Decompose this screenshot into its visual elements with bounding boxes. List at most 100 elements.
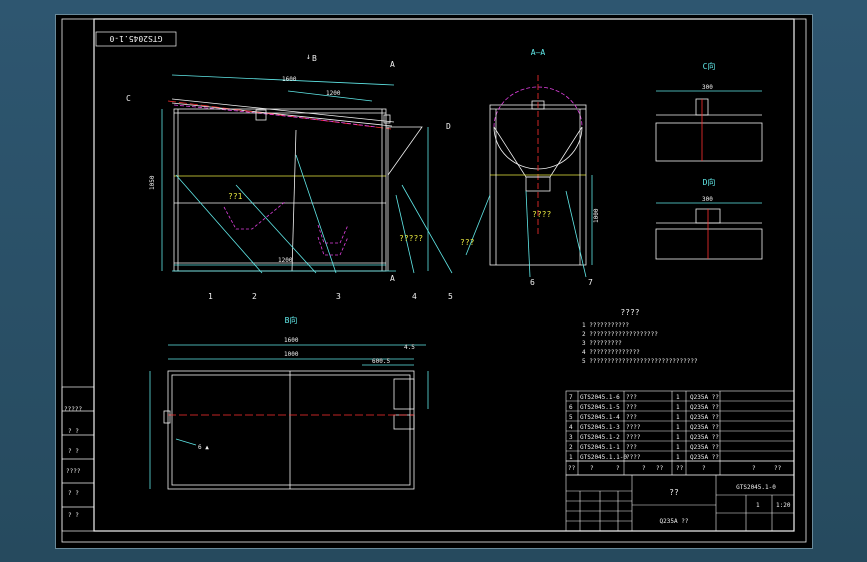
title-drawing-no: GTS2045.1-0 — [736, 484, 776, 491]
rev-label-5: ? ? — [68, 490, 79, 497]
section-b-title: B向 — [285, 315, 298, 325]
note-5: 5 ?????????????????????????????? — [582, 358, 698, 365]
dim-front-h: 1050 — [149, 175, 156, 190]
bom-cell-r1-c1: GTS2045.1-5 — [580, 404, 620, 411]
note-2: 2 ??????????????????? — [582, 331, 658, 338]
section-d-title: D向 — [703, 177, 716, 187]
view-mark-b-arrow: ↓ — [306, 52, 311, 61]
notes-title: ???? — [620, 308, 639, 317]
bom-cell-r2-c4: Q235A ?? — [690, 414, 719, 421]
bom-cell-r0-c0: 7 — [569, 394, 573, 401]
bom-cell-r1-c0: 6 — [569, 404, 573, 411]
callout-6: 6 — [530, 278, 535, 287]
callout-2: 2 — [252, 292, 257, 301]
callout-3: 3 — [336, 292, 341, 301]
rev-label-6: ? ? — [68, 512, 79, 519]
bom-cell-r2-c3: 1 — [676, 414, 680, 421]
rev-label-4: ???? — [66, 468, 81, 475]
bom-h-7: ? — [752, 465, 756, 472]
section-b-view — [149, 344, 429, 490]
dim-plan-inner: 1000 — [284, 351, 299, 358]
dim-plan-right: 600.5 — [372, 358, 390, 365]
note-1: 1 ??????????? — [582, 322, 629, 329]
mark-c: C — [126, 94, 131, 103]
drawing-canvas: GTS2045.1-0 — [61, 18, 807, 543]
bom-cell-r2-c2: ??? — [626, 414, 637, 421]
section-c-view — [655, 90, 763, 162]
bom-cell-r4-c3: 1 — [676, 434, 680, 441]
section-aa-title: A—A — [531, 48, 546, 57]
callout-1: 1 — [208, 292, 213, 301]
bom-cell-r3-c3: 1 — [676, 424, 680, 431]
bom-h-0: ?? — [568, 465, 576, 472]
technical-notes: ???? 1 ??????????? 2 ???????????????????… — [582, 308, 698, 365]
callout-5: 5 — [448, 292, 453, 301]
bom-table — [565, 390, 795, 476]
mark-d: D — [446, 122, 451, 131]
title-scale: 1:20 — [776, 502, 791, 509]
bom-cell-r6-c0: 1 — [569, 454, 573, 461]
dim-front-bottom: 1200 — [278, 257, 293, 264]
front-view — [161, 74, 453, 274]
title-mid: ?? — [669, 488, 679, 497]
bom-cell-r4-c4: Q235A ?? — [690, 434, 719, 441]
label-ji: ???? — [532, 210, 551, 219]
dim-c-w: 300 — [702, 84, 713, 91]
bom-cell-r4-c1: GTS2045.1-2 — [580, 434, 620, 441]
label-jiao: ????? — [399, 234, 423, 243]
rev-label-1: ????? — [64, 406, 82, 413]
bom-cell-r0-c1: GTS2045.1-6 — [580, 394, 620, 401]
dim-front-len: 1200 — [326, 90, 341, 97]
bom-cell-r2-c1: GTS2045.1-4 — [580, 414, 620, 421]
mark-a-bottom: A — [390, 274, 395, 283]
bom-cell-r4-c0: 3 — [569, 434, 573, 441]
code-box — [95, 31, 177, 47]
bom-cell-r6-c1: GTS2045.1.1-0 — [580, 454, 627, 461]
bom-cell-r4-c2: ???? — [626, 434, 641, 441]
dim-plan-w: 1600 — [284, 337, 299, 344]
inner-frame — [93, 18, 795, 532]
callout-4: 4 — [412, 292, 417, 301]
note-4: 4 ?????????????? — [582, 349, 640, 356]
rev-label-2: ? ? — [68, 428, 79, 435]
revision-strip — [61, 386, 95, 532]
callout-7: 7 — [588, 278, 593, 287]
label-zhu: ??1 — [228, 192, 243, 201]
bom-cell-r3-c4: Q235A ?? — [690, 424, 719, 431]
mark-b: B — [312, 54, 317, 63]
bom-cell-r0-c2: ??? — [626, 394, 637, 401]
dim-d-w: 300 — [702, 196, 713, 203]
bom-cell-r5-c1: GTS2045.1-1 — [580, 444, 620, 451]
dim-front-top: 1600 — [282, 76, 297, 83]
bom-h-4: ?? — [656, 465, 664, 472]
rev-label-3: ? ? — [68, 448, 79, 455]
bom-cell-r3-c2: ???? — [626, 424, 641, 431]
bom-cell-r1-c3: 1 — [676, 404, 680, 411]
title-block — [565, 474, 795, 532]
bom-cell-r6-c2: ???? — [626, 454, 641, 461]
title-material: Q235A ?? — [660, 518, 689, 525]
bom-cell-r6-c4: Q235A ?? — [690, 454, 719, 461]
code-box-text: GTS2045.1-0 — [109, 34, 162, 43]
bom-cell-r3-c1: GTS2045.1-3 — [580, 424, 620, 431]
note-3: 3 ????????? — [582, 340, 622, 347]
bom-cell-r2-c0: 5 — [569, 414, 573, 421]
bom-cell-r5-c0: 2 — [569, 444, 573, 451]
bom-cell-r0-c4: Q235A ?? — [690, 394, 719, 401]
bom-cell-r5-c3: 1 — [676, 444, 680, 451]
section-aa-view — [465, 75, 593, 278]
dim-weld: 6 ▲ — [198, 444, 209, 451]
dim-plan-small: 4.5 — [404, 344, 415, 351]
dim-aa-h: 1000 — [593, 208, 600, 223]
bom-header: ?? ? ? ? ?? ?? ? ? ?? — [568, 465, 782, 472]
label-tang: ??? — [460, 238, 475, 247]
bom-cell-r6-c3: 1 — [676, 454, 680, 461]
bom-cell-r1-c2: ??? — [626, 404, 637, 411]
section-c-title: C向 — [703, 61, 716, 71]
bom-h-3: ? — [642, 465, 646, 472]
bom-cell-r5-c4: Q235A ?? — [690, 444, 719, 451]
outer-frame — [61, 18, 807, 543]
bom-h-5: ?? — [676, 465, 684, 472]
